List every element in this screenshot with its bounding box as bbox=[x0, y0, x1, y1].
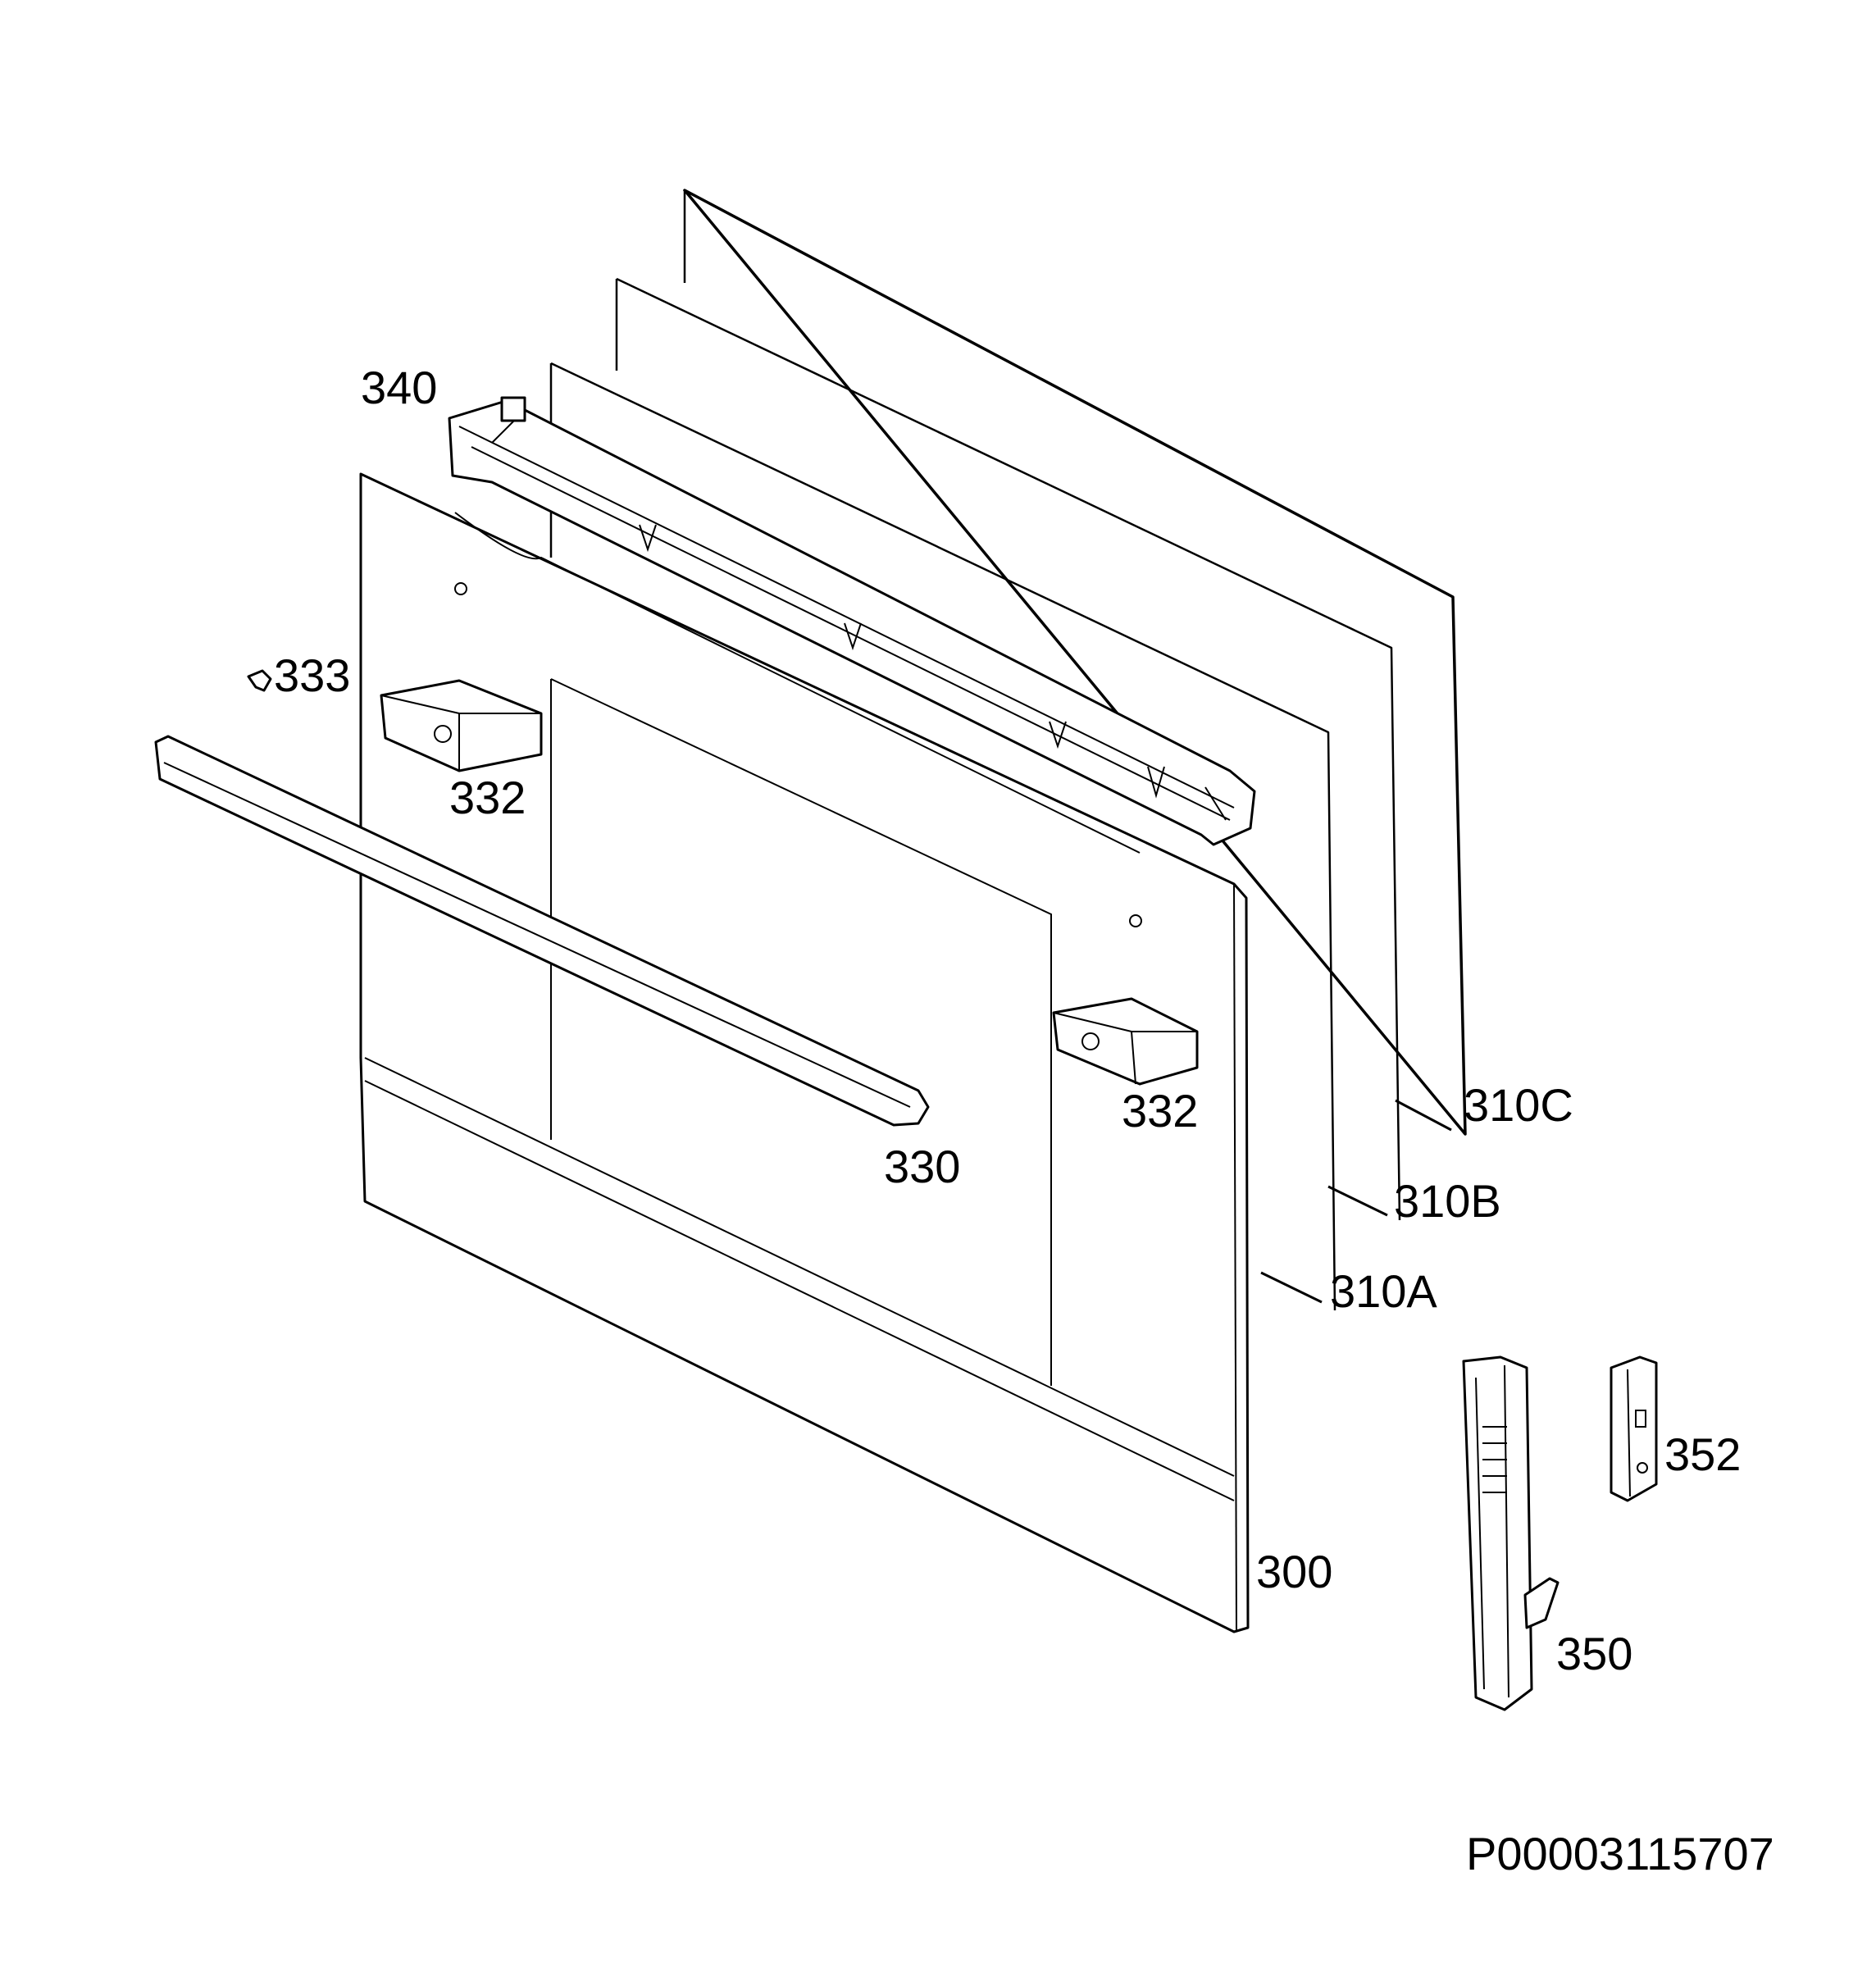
hinge-bracket-332-left bbox=[380, 679, 543, 772]
label-310b: 310B bbox=[1394, 1175, 1501, 1227]
label-333: 333 bbox=[274, 649, 350, 701]
label-310a: 310A bbox=[1330, 1265, 1437, 1317]
label-352: 352 bbox=[1664, 1428, 1741, 1480]
hinge-bracket-332-right bbox=[1052, 997, 1199, 1086]
glass-panel-310b bbox=[615, 277, 1401, 1221]
label-340: 340 bbox=[361, 362, 437, 413]
label-330: 330 bbox=[884, 1141, 960, 1192]
label-310c: 310C bbox=[1464, 1079, 1573, 1131]
label-332-left: 332 bbox=[449, 772, 526, 823]
label-332-right: 332 bbox=[1122, 1085, 1198, 1137]
top-frame-340 bbox=[448, 396, 1256, 846]
document-id: P00003115707 bbox=[1466, 1828, 1774, 1879]
hinge-bracket-352 bbox=[1610, 1355, 1658, 1502]
label-300: 300 bbox=[1256, 1546, 1332, 1597]
screw-333-icon bbox=[247, 669, 272, 692]
label-350: 350 bbox=[1556, 1628, 1632, 1679]
door-hinge-350 bbox=[1462, 1355, 1560, 1711]
leader-lines bbox=[1260, 1099, 1452, 1304]
door-handle-330 bbox=[154, 735, 930, 1127]
glass-panel-310c bbox=[683, 189, 1467, 1136]
